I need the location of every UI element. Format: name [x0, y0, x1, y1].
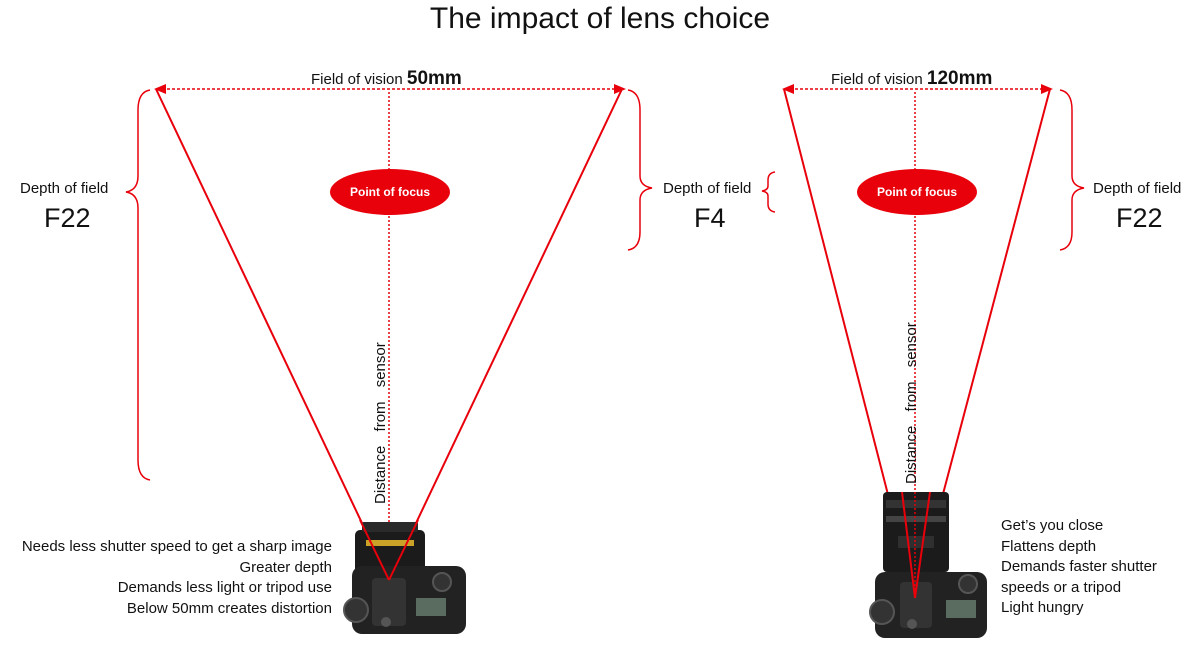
cone-overlay-right-120mm — [914, 491, 931, 599]
dof-bracket-f22-right — [1059, 89, 1085, 251]
dof-label-center: Depth of field — [663, 180, 752, 197]
notes-50mm: Needs less shutter speed to get a sharp … — [22, 537, 332, 619]
fov-value: 120mm — [926, 68, 993, 89]
fnumber-left-f22: F22 — [44, 203, 91, 233]
fov-arrowhead-left-50mm — [154, 84, 166, 94]
view-cone-right-50mm — [388, 88, 623, 581]
distance-label-120mm: Distance from sensor — [903, 322, 920, 484]
fov-label-120mm: Field of vision 120mm — [831, 68, 992, 90]
note-item: Demands less light or tripod use — [117, 579, 332, 596]
dof-label-left: Depth of field — [20, 180, 109, 197]
cone-overlay-left-120mm — [901, 491, 916, 599]
note-item: Greater depth — [239, 558, 332, 576]
note-item: Light hungry — [1001, 599, 1084, 616]
note-item: Get’s you close — [1001, 517, 1104, 534]
dof-label-right: Depth of field — [1093, 180, 1182, 197]
point-of-focus-50mm: Point of focus — [330, 169, 450, 215]
point-of-focus-120mm: Point of focus — [857, 169, 977, 215]
fov-value: 50mm — [406, 68, 462, 89]
fov-arrowhead-left-120mm — [782, 84, 794, 94]
fov-text: Field of vision — [831, 71, 923, 88]
dof-bracket-f4-right-diagram — [761, 171, 776, 213]
note-item: Needs less shutter speed to get a sharp … — [21, 538, 332, 555]
note-item: Below 50mm creates distortion — [126, 599, 332, 617]
note-item: speeds or a tripod — [1001, 578, 1122, 596]
fnumber-center-f4: F4 — [694, 203, 726, 233]
camera-50mm-image — [343, 522, 466, 634]
note-item: Flattens depth — [1001, 537, 1097, 555]
fov-label-50mm: Field of vision 50mm — [311, 68, 462, 90]
dof-bracket-f4-left-diagram — [627, 89, 653, 251]
fnumber-right-f22: F22 — [1116, 203, 1163, 233]
fov-arrowhead-right-120mm — [1041, 84, 1053, 94]
dof-bracket-f22-left — [125, 89, 151, 481]
cone-overlay-left-50mm — [359, 519, 390, 581]
fov-arrowhead-right-50mm — [614, 84, 626, 94]
notes-120mm: Get’s you close Flattens depth Demands f… — [1001, 516, 1157, 619]
distance-label-50mm: Distance from sensor — [372, 342, 389, 504]
note-item: Demands faster shutter — [1001, 558, 1157, 575]
cone-overlay-right-50mm — [388, 519, 419, 581]
page-title: The impact of lens choice — [429, 2, 771, 35]
fov-text: Field of vision — [311, 71, 403, 88]
view-cone-left-50mm — [155, 88, 390, 581]
camera-120mm-image — [869, 492, 987, 638]
